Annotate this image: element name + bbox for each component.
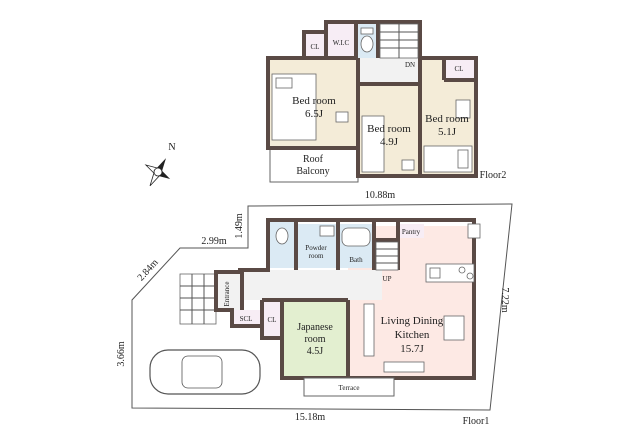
floor1-kitchen-sink-icon bbox=[429, 267, 441, 279]
floor2-bed2-icon bbox=[361, 115, 385, 173]
floor1-closet-label: CL bbox=[268, 316, 277, 324]
floor1-terrace-label: Terrace bbox=[339, 384, 360, 392]
floor1-closet-floor bbox=[262, 302, 282, 338]
compass-north-label: N bbox=[168, 142, 175, 153]
dim-right-side: 7.22m bbox=[499, 287, 510, 313]
dim-left-diag: 2.84m bbox=[136, 257, 161, 283]
floor2-desk1-icon bbox=[335, 111, 349, 123]
floor2-toilet-tank-icon bbox=[360, 27, 374, 35]
floor1-hall-floor bbox=[240, 270, 382, 300]
floor2-bed1-pillow-icon bbox=[275, 77, 293, 89]
floor1-bath-label: Bath bbox=[349, 256, 363, 264]
floor2-bedroom1-size: 6.5J bbox=[305, 108, 324, 120]
floor1-fridge-icon bbox=[467, 223, 481, 239]
floor2-bedroom1-name: Bed room bbox=[292, 95, 336, 107]
floor2-wic-floor bbox=[326, 24, 356, 60]
dim-bottom-width: 15.18m bbox=[295, 412, 326, 423]
floor1-stairs-label: UP bbox=[383, 275, 392, 283]
floor1-terrace bbox=[303, 377, 395, 397]
floor2-toilet-icon bbox=[360, 35, 374, 53]
floor1-japanese-floor bbox=[282, 302, 348, 376]
floor2-bedroom2-name: Bed room bbox=[367, 123, 411, 135]
floor1-toilet-icon bbox=[275, 227, 289, 245]
floor2-bedroom3-size: 5.1J bbox=[438, 126, 457, 138]
floor1-japanese-label-2: room bbox=[304, 334, 325, 345]
dim-top-width: 10.88m bbox=[365, 190, 396, 201]
floor1-plan: Living Dining Kitchen 15.7J Japanese roo… bbox=[116, 190, 513, 427]
floor2-closet3-floor bbox=[444, 58, 474, 80]
floor1-stove-icon-2 bbox=[466, 272, 474, 280]
floor1-outer-wall bbox=[214, 218, 476, 380]
floor1-tv-stand-icon bbox=[383, 361, 425, 373]
floor1-ldk-label-2: Kitchen bbox=[395, 329, 430, 341]
floor2-closet1-label: CL bbox=[311, 43, 320, 51]
floor1-japanese-size: 4.5J bbox=[307, 346, 324, 357]
car-icon bbox=[149, 349, 261, 395]
floor2-closet3-label: CL bbox=[455, 65, 464, 73]
floor2-plan: Bed room 6.5J Bed room 4.9J Bed room 5.1… bbox=[266, 20, 507, 183]
floor1-scl-floor bbox=[232, 310, 260, 326]
floor1-entrance-label: Entrance bbox=[223, 282, 231, 307]
floor2-balcony-label-2: Balcony bbox=[296, 166, 329, 177]
floor2-desk2-icon bbox=[401, 159, 415, 171]
floor2-balcony-label-1: Roof bbox=[303, 154, 324, 165]
floor1-japanese-label-1: Japanese bbox=[297, 322, 333, 333]
floor2-bedroom2-size: 4.9J bbox=[380, 136, 399, 148]
floor1-stove-icon bbox=[458, 266, 466, 274]
dim-left-lower: 3.66m bbox=[116, 341, 127, 367]
floor1-scl-label: SCL bbox=[240, 315, 253, 323]
floor2-bedroom3-name: Bed room bbox=[425, 113, 469, 125]
floor1-porch-tiles bbox=[179, 273, 217, 325]
floor2-desk3-icon bbox=[455, 99, 471, 119]
floor2-balcony-floor bbox=[269, 147, 359, 183]
floor2-title: Floor2 bbox=[480, 170, 507, 181]
floor1-title: Floor1 bbox=[463, 416, 490, 427]
dim-step-depth: 1.49m bbox=[234, 213, 245, 239]
floor1-pantry-floor bbox=[398, 224, 424, 238]
floor2-wic-label: W.I.C bbox=[333, 39, 350, 47]
compass-icon bbox=[144, 158, 171, 187]
floor1-powder-label-2: room bbox=[309, 252, 324, 260]
dim-step-width: 2.99m bbox=[201, 236, 227, 247]
floor1-sofa-icon bbox=[363, 303, 375, 357]
floor1-dining-table-icon bbox=[443, 315, 465, 341]
floor2-bed3-pillow-icon bbox=[457, 149, 469, 169]
floor2-closet1-floor bbox=[304, 32, 326, 60]
floor1-site-boundary bbox=[131, 203, 513, 411]
floor1-pantry-label: Pantry bbox=[402, 228, 421, 236]
floor2-stairs bbox=[379, 23, 419, 59]
floor1-stairs bbox=[375, 241, 399, 271]
floor1-ldk-label-1: Living Dining bbox=[381, 315, 444, 327]
floor2-hall-floor bbox=[358, 58, 422, 84]
floor1-entrance-floor bbox=[216, 272, 242, 312]
floor2-stairs-label: DN bbox=[405, 61, 415, 69]
floor1-sink-icon bbox=[319, 225, 335, 237]
floor1-ldk-size: 15.7J bbox=[400, 343, 424, 355]
floor1-powder-label-1: Powder bbox=[305, 244, 327, 252]
floor1-bathtub-icon bbox=[341, 227, 371, 247]
